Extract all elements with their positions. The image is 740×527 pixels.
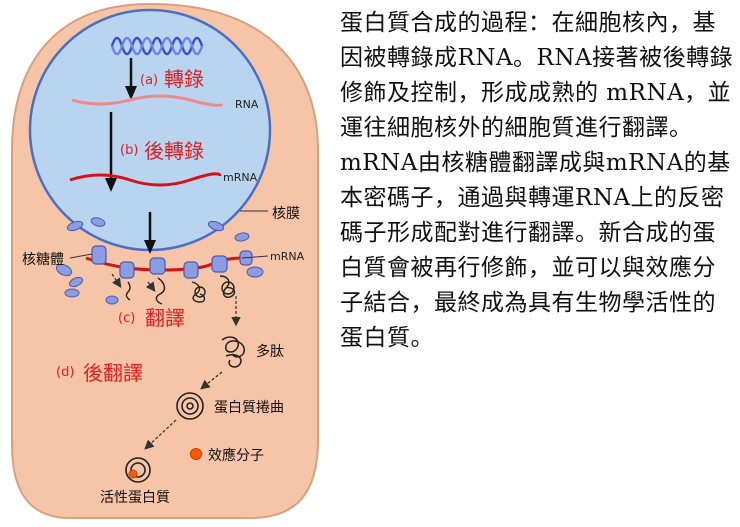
rna-strand	[71, 94, 224, 107]
step-b-label: 後轉錄	[144, 139, 204, 163]
mrna-label-cytoplasm: mRNA	[270, 250, 305, 263]
explanation-paragraph-2: mRNA由核糖體翻譯成與mRNA的基本密碼子，通過與轉運RNA上的反密碼子形成配…	[340, 150, 731, 351]
dna-helix-icon	[110, 36, 204, 56]
ribosome-cluster	[91, 245, 253, 279]
step-c-label: 翻譯	[145, 306, 185, 330]
explanation-paragraph-1: 蛋白質合成的過程：在細胞核內，基因被轉錄成RNA。RNA接著被後轉錄修飾及控制，…	[340, 10, 734, 141]
nuclear-membrane-label: 核膜	[272, 206, 300, 222]
effector-molecule-label: 效應分子	[208, 447, 264, 464]
step-b-letter: (b)	[120, 143, 138, 158]
mrna-label-nucleus: mRNA	[223, 171, 258, 184]
step-d-label: 後翻譯	[83, 361, 143, 385]
effector-molecule-icon	[190, 448, 202, 460]
protein-folding-label: 蛋白質捲曲	[214, 400, 284, 416]
mrna-strand-nucleus	[69, 172, 222, 187]
ribosome-pointer	[69, 253, 93, 259]
step-a-label: 轉錄	[164, 67, 204, 91]
polypeptide-coil	[221, 336, 245, 368]
arrow-post-transcription	[105, 112, 117, 192]
arrow-to-active	[144, 419, 177, 450]
nascent-polypeptides	[125, 275, 236, 305]
step-a-letter: (a)	[140, 73, 158, 88]
arrow-export	[144, 212, 156, 254]
translation-arrows	[111, 273, 241, 327]
arrow-to-folding	[200, 371, 223, 390]
polypeptide-label: 多肽	[256, 343, 284, 360]
rna-label: RNA	[235, 98, 259, 111]
explanation-text: 蛋白質合成的過程：在細胞核內，基因被轉錄成RNA。RNA接著被後轉錄修飾及控制，…	[340, 6, 736, 356]
mrna-cytoplasm-pointer	[241, 255, 269, 259]
step-d-letter: (d)	[56, 365, 74, 380]
protein-synthesis-diagram: (a) 轉錄 RNA (b) 後轉錄 mRNA 核膜	[11, 2, 319, 519]
step-c-letter: (c)	[118, 311, 135, 326]
active-protein-label: 活性蛋白質	[100, 490, 170, 506]
ribosome-label: 核糖體	[22, 252, 64, 268]
free-ribosomes	[55, 217, 264, 305]
active-protein-icon	[125, 457, 151, 483]
arrow-transcription	[125, 58, 137, 100]
folded-protein-icon	[176, 392, 204, 420]
